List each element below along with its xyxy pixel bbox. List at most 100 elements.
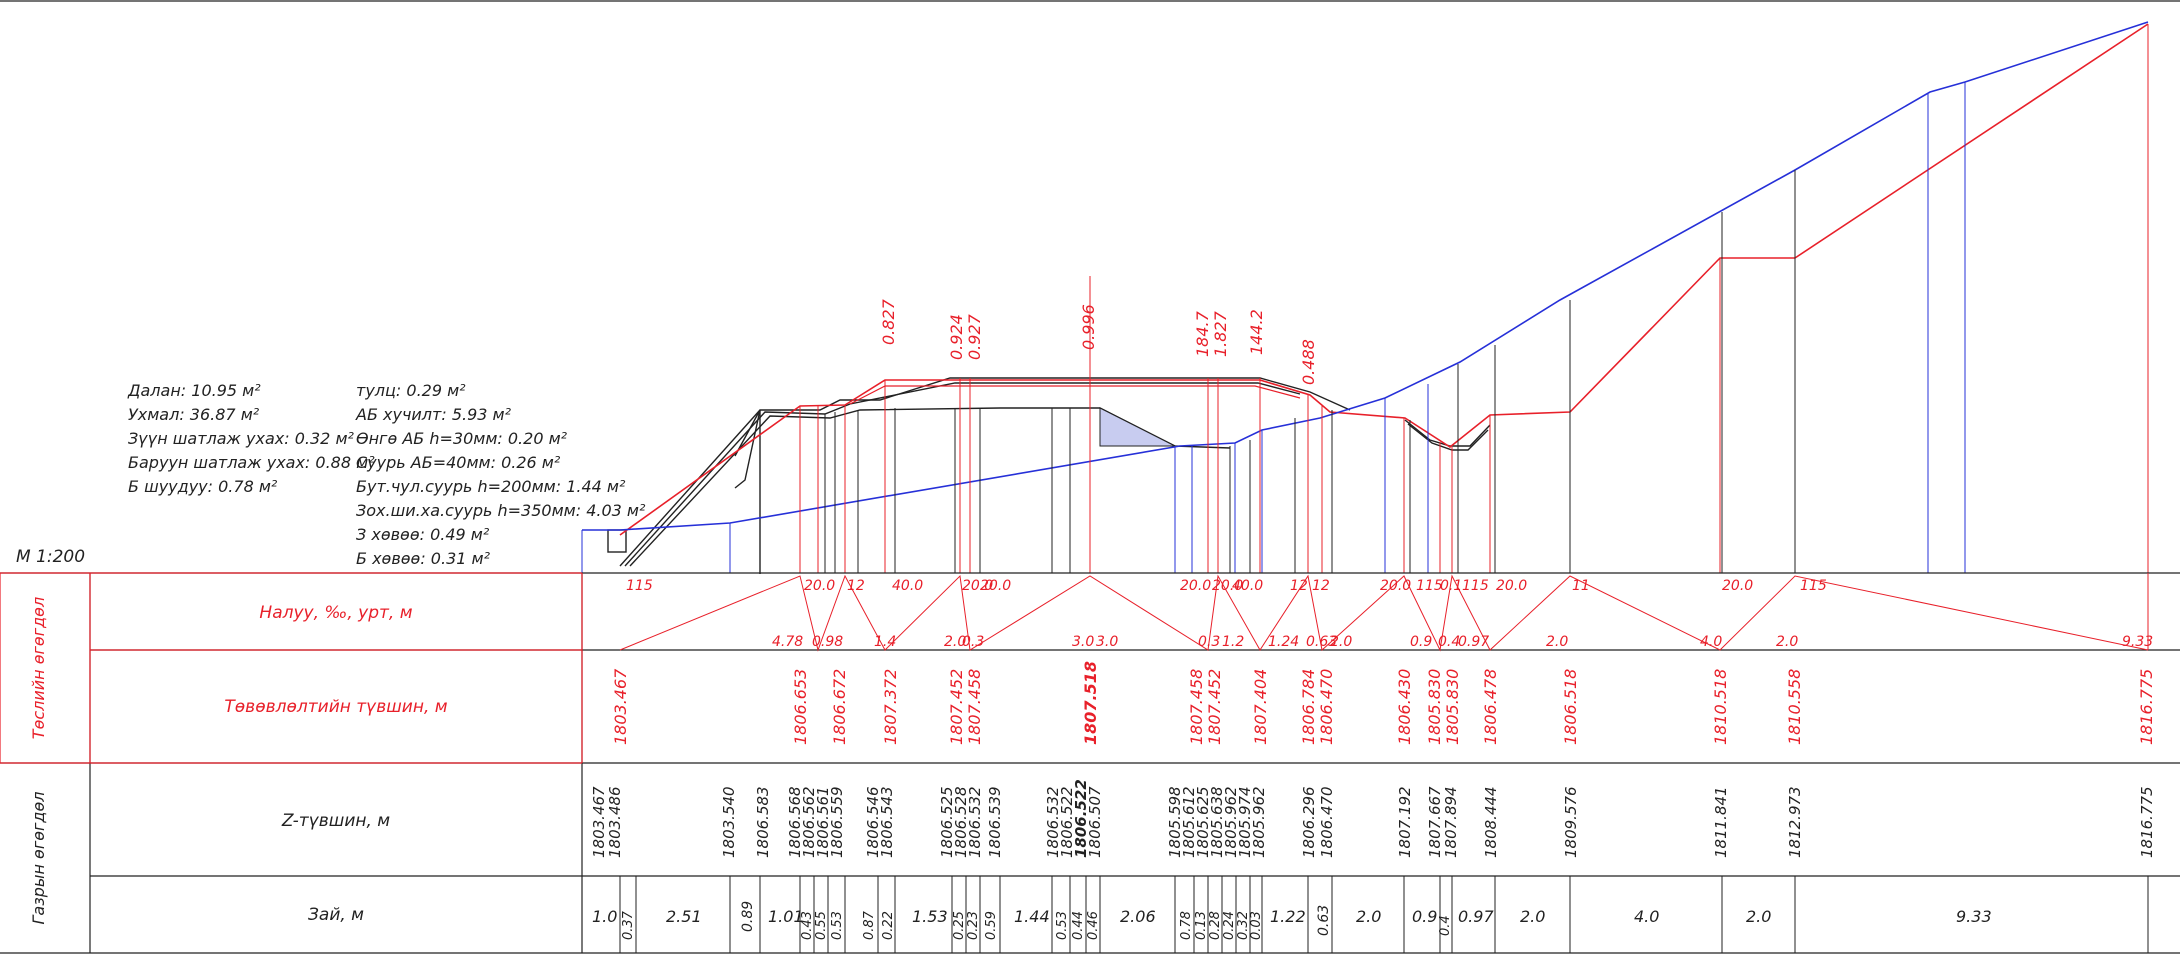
area-note: тулц: 0.29 м² bbox=[356, 381, 466, 400]
ground-level: 1803.540 bbox=[720, 786, 738, 858]
slope-top: 12 bbox=[847, 578, 865, 594]
design-level: 1816.775 bbox=[2137, 669, 2156, 745]
distance-dividers bbox=[619, 876, 2149, 953]
data-table: Төслийн өгөгдөл Газрын өгөгдөл Налуу, ‰,… bbox=[0, 572, 2180, 954]
slope-top: 0.1 bbox=[1440, 578, 1462, 594]
slope-top: 20.0 bbox=[1180, 578, 1211, 594]
distance: 0.97 bbox=[1458, 907, 1494, 926]
slope-bottom: 0.4 bbox=[1438, 634, 1460, 650]
row-label-slope: Налуу, ‰, урт, м bbox=[259, 603, 412, 623]
area-note: Зох.ши.ха.суурь h=350мм: 4.03 м² bbox=[356, 501, 646, 520]
slope-bottom: 2.0 bbox=[1546, 634, 1568, 650]
distance: 0.28 bbox=[1208, 911, 1223, 940]
slope-top: 20.0 bbox=[1380, 578, 1411, 594]
road-structure bbox=[607, 377, 1491, 574]
scale-label: M 1:200 bbox=[16, 547, 85, 567]
design-level: 1810.518 bbox=[1711, 669, 1730, 745]
ground-level: 1807.667 bbox=[1426, 786, 1444, 858]
distance: 2.06 bbox=[1120, 907, 1156, 926]
distance: 0.13 bbox=[1194, 911, 1209, 940]
ground-level: 1806.546 bbox=[864, 786, 882, 858]
distance: 0.4 bbox=[1438, 915, 1453, 936]
distance: 0.59 bbox=[984, 911, 999, 940]
top-value: 1.827 bbox=[1211, 310, 1230, 357]
ground-level: 1807.894 bbox=[1442, 786, 1460, 858]
ground-level: 1805.598 bbox=[1166, 786, 1184, 858]
top-values: 0.827 0.924 0.927 0.996 184.7 1.827 144.… bbox=[879, 298, 1318, 385]
distance: 2.51 bbox=[666, 907, 702, 926]
area-note: АБ хучилт: 5.93 м² bbox=[355, 405, 512, 424]
slope-bottom: 4.78 bbox=[772, 634, 803, 650]
design-level: 1805.830 bbox=[1443, 669, 1462, 745]
profile-drawing: 0.827 0.924 0.927 0.996 184.7 1.827 144.… bbox=[581, 21, 2149, 574]
ground-level: 1807.192 bbox=[1396, 786, 1414, 858]
distance: 0.87 bbox=[862, 910, 877, 940]
distance: 0.44 bbox=[1071, 911, 1086, 940]
ground-level: 1806.525 bbox=[938, 786, 956, 858]
section-label-design: Төслийн өгөгдөл bbox=[29, 597, 48, 739]
ground-level: 1806.532 bbox=[1044, 786, 1062, 858]
distance: 9.33 bbox=[1956, 907, 1992, 926]
ground-level: 1809.576 bbox=[1562, 786, 1580, 858]
ground-level: 1811.841 bbox=[1712, 786, 1730, 858]
slope-top: 115 bbox=[626, 578, 653, 594]
distance: 0.9 bbox=[1412, 907, 1437, 926]
ground-level: 1812.973 bbox=[1786, 786, 1804, 858]
slope-bottom: 3.0 bbox=[1072, 634, 1094, 650]
ground-level: 1803.486 bbox=[606, 786, 624, 858]
ground-level: 1806.562 bbox=[800, 786, 818, 858]
design-level: 1807.458 bbox=[1187, 669, 1206, 745]
top-value: 184.7 bbox=[1193, 310, 1212, 357]
row-label-ground-level: Z-түвшин, м bbox=[281, 811, 390, 831]
area-notes-left: Далан: 10.95 м² Ухмал: 36.87 м² Зүүн шат… bbox=[127, 381, 375, 496]
design-level: 1806.672 bbox=[830, 669, 849, 745]
slope-bottom: 3.0 bbox=[1096, 634, 1118, 650]
section-label-ground: Газрын өгөгдөл bbox=[29, 791, 48, 924]
ground-level: 1806.539 bbox=[986, 786, 1004, 858]
design-level: 1806.653 bbox=[791, 669, 810, 745]
distance: 0.37 bbox=[621, 910, 636, 940]
row-label-design-level: Төвөвлөлтийн түвшин, м bbox=[224, 697, 447, 717]
row-label-distance: Зай, м bbox=[308, 905, 364, 925]
slope-top: 12 bbox=[1312, 578, 1330, 594]
area-note: Баруун шатлаж ухах: 0.88 м² bbox=[128, 453, 375, 472]
area-note: Далан: 10.95 м² bbox=[127, 381, 261, 400]
top-value: 144.2 bbox=[1247, 309, 1266, 355]
distance: 0.63 bbox=[1316, 905, 1332, 936]
distance: 0.23 bbox=[966, 911, 981, 940]
ground-line bbox=[582, 21, 2149, 531]
slope-lines bbox=[619, 573, 2149, 652]
distance: 2.0 bbox=[1746, 907, 1771, 926]
slope-bottom: 2.0 bbox=[1776, 634, 1798, 650]
slope-bottom: 2.0 bbox=[944, 634, 966, 650]
distance: 0.25 bbox=[952, 911, 967, 940]
design-level: 1806.430 bbox=[1395, 669, 1414, 745]
distance: 0.78 bbox=[1179, 911, 1194, 940]
area-note: Ухмал: 36.87 м² bbox=[128, 405, 260, 424]
top-value: 0.927 bbox=[965, 313, 984, 360]
ground-level: 1806.583 bbox=[754, 786, 772, 858]
design-level: 1807.404 bbox=[1251, 669, 1270, 745]
slope-bottom: 0.3 bbox=[962, 634, 984, 650]
ground-level: 1816.775 bbox=[2138, 786, 2156, 858]
distance: 0.22 bbox=[881, 911, 896, 940]
ground-level: 1806.568 bbox=[786, 786, 804, 858]
slope-bottom: 9.33 bbox=[2122, 634, 2153, 650]
distance: 2.0 bbox=[1356, 907, 1381, 926]
ground-level: 1805.612 bbox=[1180, 786, 1198, 858]
distance: 1.53 bbox=[912, 907, 948, 926]
ground-level: 1806.470 bbox=[1318, 786, 1336, 858]
distance: 0.43 bbox=[800, 911, 815, 940]
slope-top: 20.0 bbox=[1496, 578, 1527, 594]
top-value: 0.827 bbox=[879, 298, 898, 345]
design-level-values: 1803.467 1806.653 1806.672 1807.372 1807… bbox=[611, 661, 2156, 745]
slope-top: 20.0 bbox=[804, 578, 835, 594]
design-level: 1806.478 bbox=[1481, 669, 1500, 745]
structure-verticals bbox=[824, 170, 1796, 573]
ground-level: 1806.296 bbox=[1300, 786, 1318, 858]
slope-bottom: 0.63 bbox=[1306, 634, 1337, 650]
design-level: 1805.830 bbox=[1425, 669, 1444, 745]
slope-top: 115 bbox=[1800, 578, 1827, 594]
slope-bottom: 1.24 bbox=[1268, 634, 1299, 650]
slope-bottom: 1.2 bbox=[1222, 634, 1244, 650]
